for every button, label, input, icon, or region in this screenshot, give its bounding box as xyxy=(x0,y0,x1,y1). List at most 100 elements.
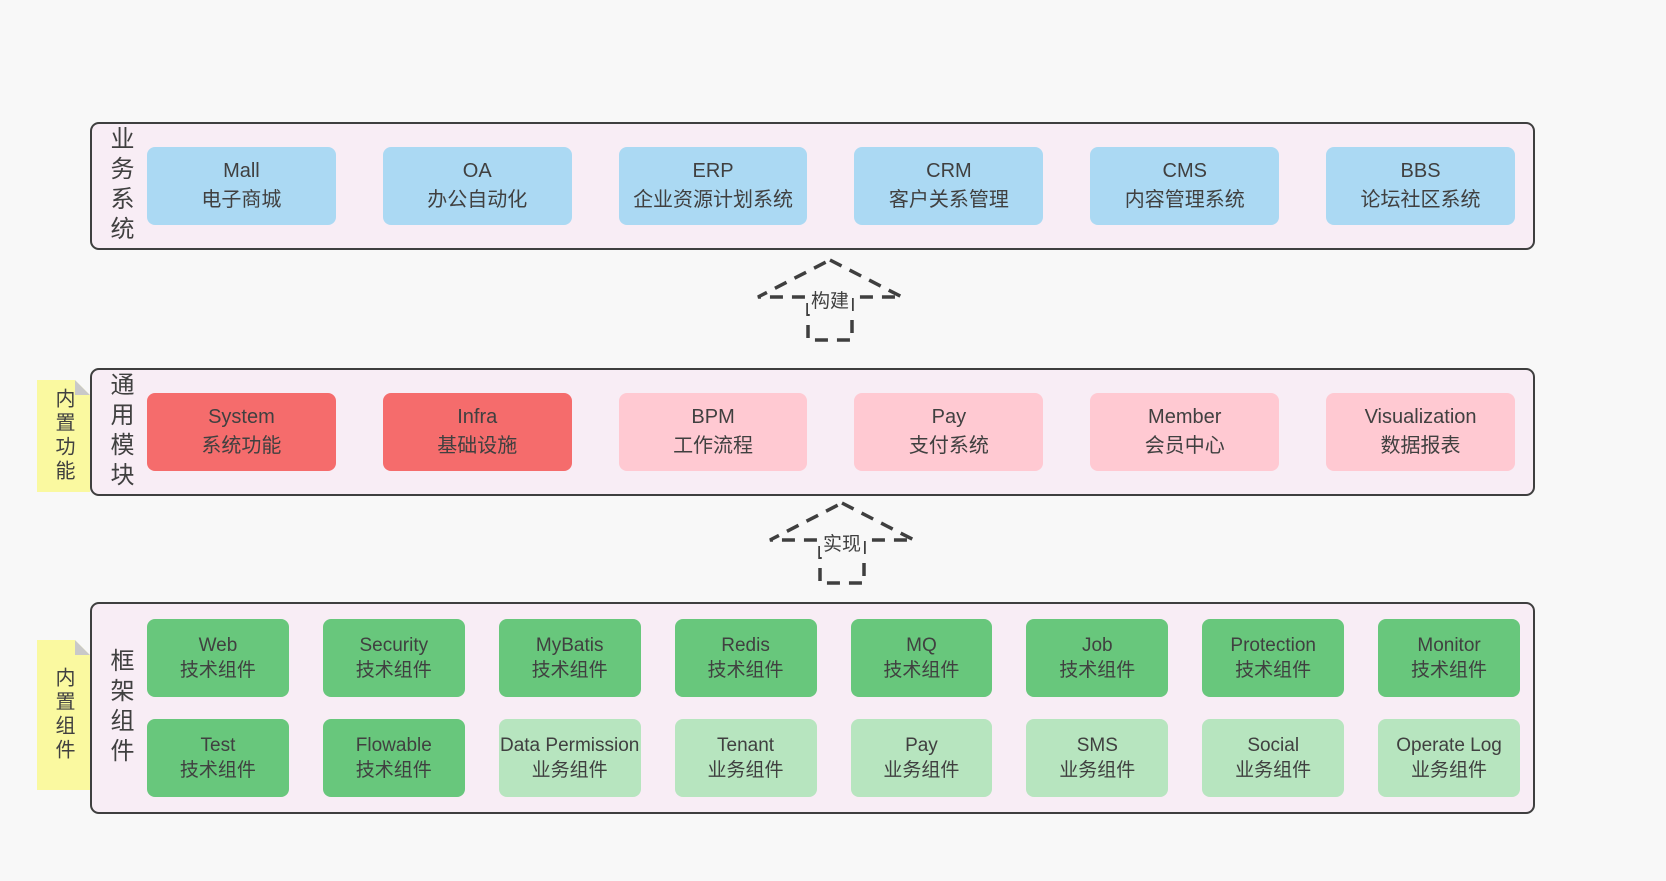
box-title: Web xyxy=(198,635,238,656)
box-test: Test 技术组件 xyxy=(147,719,289,797)
folded-corner-icon xyxy=(75,380,90,395)
box-subtitle: 客户关系管理 xyxy=(888,189,1009,211)
box-subtitle: 技术组件 xyxy=(531,660,608,681)
box-title: Mall xyxy=(223,160,260,182)
box-title: Tenant xyxy=(717,735,775,756)
dashed-up-arrow-icon xyxy=(769,501,915,585)
box-subtitle: 技术组件 xyxy=(1059,660,1136,681)
sticky-label: 内置组件 xyxy=(52,667,74,763)
band-label: 框架组件 xyxy=(106,648,133,768)
folded-corner-icon xyxy=(75,640,90,655)
box-subtitle: 内容管理系统 xyxy=(1124,189,1245,211)
box-title: Security xyxy=(359,635,429,656)
box-subtitle: 支付系统 xyxy=(908,435,989,457)
box-social: Social 业务组件 xyxy=(1202,719,1345,797)
box-title: OA xyxy=(462,160,492,182)
box-title: Monitor xyxy=(1417,635,1481,656)
box-subtitle: 技术组件 xyxy=(355,760,432,781)
box-subtitle: 系统功能 xyxy=(201,435,282,457)
sticky-note-built-in-features: 内置功能 xyxy=(37,380,90,492)
box-infra: Infra 基础设施 xyxy=(382,393,572,471)
box-title: CMS xyxy=(1162,160,1207,182)
box-mq: MQ 技术组件 xyxy=(850,619,993,697)
box-mall: Mall 电子商城 xyxy=(147,147,336,225)
box-subtitle: 技术组件 xyxy=(179,660,256,681)
box-tenant: Tenant 业务组件 xyxy=(674,719,817,797)
box-subtitle: 业务组件 xyxy=(1235,760,1312,781)
band-label: 通用模块 xyxy=(106,372,133,492)
box-bbs: BBS 论坛社区系统 xyxy=(1326,147,1515,225)
box-subtitle: 办公自动化 xyxy=(427,189,528,211)
box-title: Member xyxy=(1148,406,1222,428)
box-subtitle: 论坛社区系统 xyxy=(1360,189,1481,211)
box-title: Operate Log xyxy=(1396,735,1502,756)
box-operate-log: Operate Log 业务组件 xyxy=(1378,719,1520,797)
band-boxes-row: Mall 电子商城 OA 办公自动化 ERP 企业资源计划系统 CRM 客户关系… xyxy=(147,147,1533,225)
sticky-label: 内置功能 xyxy=(52,388,74,484)
box-title: ERP xyxy=(692,160,734,182)
box-subtitle: 企业资源计划系统 xyxy=(633,189,794,211)
box-data-permission: Data Permission 业务组件 xyxy=(498,719,641,797)
box-title: MQ xyxy=(906,635,937,656)
box-subtitle: 技术组件 xyxy=(355,660,432,681)
band-label: 业务系统 xyxy=(106,126,133,246)
box-title: Redis xyxy=(721,635,770,656)
box-oa: OA 办公自动化 xyxy=(382,147,572,225)
build-arrow: 构建 xyxy=(755,257,905,343)
box-erp: ERP 企业资源计划系统 xyxy=(618,147,808,225)
box-subtitle: 基础设施 xyxy=(437,435,518,457)
box-title: BBS xyxy=(1400,160,1441,182)
box-mybatis: MyBatis 技术组件 xyxy=(498,619,641,697)
box-title: System xyxy=(208,406,275,428)
box-subtitle: 技术组件 xyxy=(883,660,960,681)
band-framework-components: 框架组件 Web 技术组件 Security 技术组件 MyBatis 技术组件… xyxy=(90,602,1535,814)
box-job: Job 技术组件 xyxy=(1026,619,1169,697)
band-boxes-row: Test 技术组件 Flowable 技术组件 Data Permission … xyxy=(147,719,1520,797)
box-title: Pay xyxy=(905,735,938,756)
box-title: Visualization xyxy=(1364,406,1477,428)
box-subtitle: 会员中心 xyxy=(1144,435,1225,457)
arrow-label: 构建 xyxy=(807,285,853,314)
band-boxes-rows: Web 技术组件 Security 技术组件 MyBatis 技术组件 Redi… xyxy=(147,619,1533,797)
box-subtitle: 技术组件 xyxy=(1235,660,1312,681)
box-title: Infra xyxy=(457,406,498,428)
box-pay: Pay 支付系统 xyxy=(854,393,1044,471)
box-sms: SMS 业务组件 xyxy=(1026,719,1169,797)
box-protection: Protection 技术组件 xyxy=(1202,619,1345,697)
box-title: SMS xyxy=(1076,735,1118,756)
box-flowable: Flowable 技术组件 xyxy=(322,719,465,797)
box-title: Test xyxy=(200,735,236,756)
box-monitor: Monitor 技术组件 xyxy=(1378,619,1520,697)
band-boxes-row: Web 技术组件 Security 技术组件 MyBatis 技术组件 Redi… xyxy=(147,619,1520,697)
box-redis: Redis 技术组件 xyxy=(674,619,817,697)
box-title: BPM xyxy=(691,406,735,428)
box-subtitle: 技术组件 xyxy=(1411,660,1488,681)
box-title: Data Permission xyxy=(499,735,640,756)
box-subtitle: 数据报表 xyxy=(1380,435,1461,457)
box-bpm: BPM 工作流程 xyxy=(618,393,808,471)
box-subtitle: 工作流程 xyxy=(673,435,754,457)
box-subtitle: 业务组件 xyxy=(531,760,608,781)
band-boxes-row: System 系统功能 Infra 基础设施 BPM 工作流程 Pay 支付系统… xyxy=(147,393,1533,471)
box-subtitle: 业务组件 xyxy=(707,760,784,781)
box-title: Job xyxy=(1081,635,1113,656)
box-title: Flowable xyxy=(355,735,432,756)
box-subtitle: 技术组件 xyxy=(707,660,784,681)
box-cms: CMS 内容管理系统 xyxy=(1090,147,1280,225)
box-member: Member 会员中心 xyxy=(1090,393,1280,471)
box-subtitle: 业务组件 xyxy=(883,760,960,781)
box-crm: CRM 客户关系管理 xyxy=(854,147,1044,225)
box-subtitle: 电子商城 xyxy=(201,189,282,211)
box-title: MyBatis xyxy=(535,635,604,656)
box-web: Web 技术组件 xyxy=(147,619,289,697)
band-business-systems: 业务系统 Mall 电子商城 OA 办公自动化 ERP 企业资源计划系统 CRM… xyxy=(90,122,1535,250)
box-title: CRM xyxy=(926,160,972,182)
box-visualization: Visualization 数据报表 xyxy=(1326,393,1515,471)
box-subtitle: 业务组件 xyxy=(1059,760,1136,781)
box-title: Pay xyxy=(931,406,967,428)
band-common-modules: 通用模块 System 系统功能 Infra 基础设施 BPM 工作流程 Pay… xyxy=(90,368,1535,496)
box-title: Protection xyxy=(1230,635,1316,656)
box-system: System 系统功能 xyxy=(147,393,336,471)
dashed-up-arrow-icon xyxy=(757,258,903,342)
arrow-label: 实现 xyxy=(819,528,865,557)
